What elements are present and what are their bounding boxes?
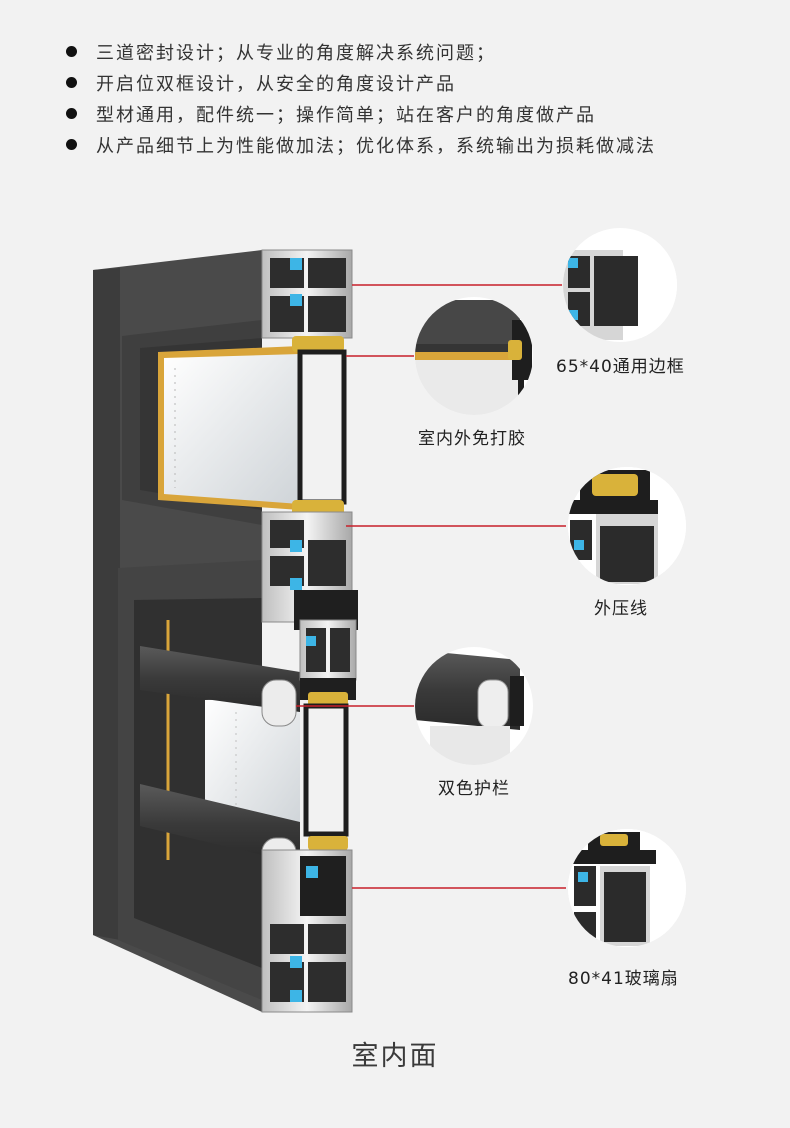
outer-bead-closeup-icon bbox=[568, 467, 686, 585]
two-color-guardrail-closeup-icon bbox=[415, 647, 533, 765]
glass-sash-closeup-icon bbox=[568, 829, 686, 947]
bullet-icon bbox=[66, 46, 77, 57]
bullet-icon bbox=[66, 108, 77, 119]
insulated-glass-unit bbox=[297, 349, 347, 505]
feature-text: 从产品细节上为性能做加法；优化体系，系统输出为损耗做减法 bbox=[96, 135, 656, 157]
feature-item: 型材通用，配件统一；操作简单；站在客户的角度做产品 bbox=[66, 98, 656, 129]
guardrail-bottom bbox=[140, 784, 300, 864]
sash-glass-unit bbox=[303, 703, 349, 837]
feature-item: 三道密封设计；从专业的角度解决系统问题； bbox=[66, 36, 656, 67]
callout-label-outer-bead: 外压线 bbox=[594, 599, 648, 619]
feature-item: 开启位双框设计，从安全的角度设计产品 bbox=[66, 67, 656, 98]
callout-label-frame: 65*40通用边框 bbox=[556, 357, 685, 377]
callout-label-glass-sash: 80*41玻璃扇 bbox=[568, 969, 679, 989]
feature-text: 开启位双框设计，从安全的角度设计产品 bbox=[96, 73, 456, 95]
callout-label-guardrail: 双色护栏 bbox=[438, 779, 510, 799]
upper-glass bbox=[164, 354, 300, 504]
feature-text: 三道密封设计；从专业的角度解决系统问题； bbox=[96, 42, 496, 64]
lower-glass bbox=[205, 698, 300, 830]
feature-text: 型材通用，配件统一；操作简单；站在客户的角度做产品 bbox=[96, 104, 596, 126]
feature-list: 三道密封设计；从专业的角度解决系统问题； 开启位双框设计，从安全的角度设计产品 … bbox=[66, 36, 656, 160]
guardrail-top bbox=[140, 646, 300, 712]
callout-label-glue-free: 室内外免打胶 bbox=[418, 429, 526, 449]
bullet-icon bbox=[66, 77, 77, 88]
indoor-side-caption: 室内面 bbox=[351, 1041, 439, 1072]
glue-free-gasket-closeup-icon bbox=[415, 297, 533, 415]
bullet-icon bbox=[66, 139, 77, 150]
feature-item: 从产品细节上为性能做加法；优化体系，系统输出为损耗做减法 bbox=[66, 129, 656, 160]
frame-profile-closeup-icon bbox=[563, 228, 677, 342]
frame-face-shade bbox=[93, 268, 120, 940]
